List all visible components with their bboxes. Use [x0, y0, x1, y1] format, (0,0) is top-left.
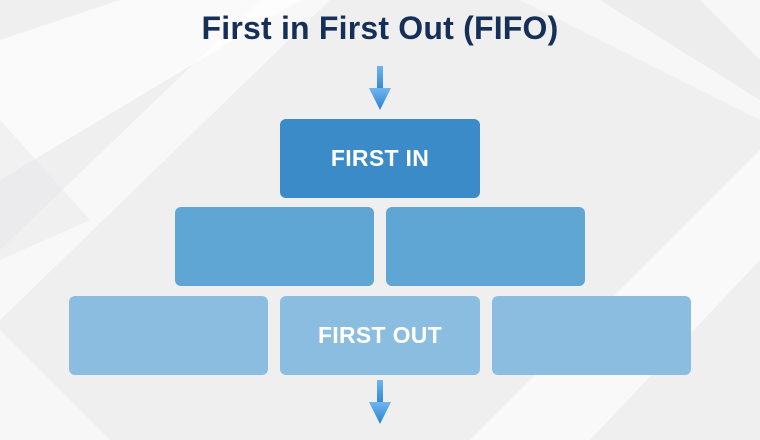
stack-block-middle-left: [175, 207, 374, 286]
block-label-first-out: FIRST OUT: [317, 322, 443, 348]
stack-block-first-out: FIRST OUT: [280, 296, 480, 375]
arrow-down-icon: [369, 380, 391, 424]
arrow-down-icon: [369, 66, 391, 110]
stack-block-first-in: FIRST IN: [280, 119, 480, 198]
stack-block-middle-right: [386, 207, 585, 286]
stack-block-bottom-right: [492, 296, 691, 375]
stack-block-bottom-left: [69, 296, 268, 375]
block-label-first-in: FIRST IN: [330, 145, 430, 171]
diagram-title: First in First Out (FIFO): [201, 10, 559, 46]
